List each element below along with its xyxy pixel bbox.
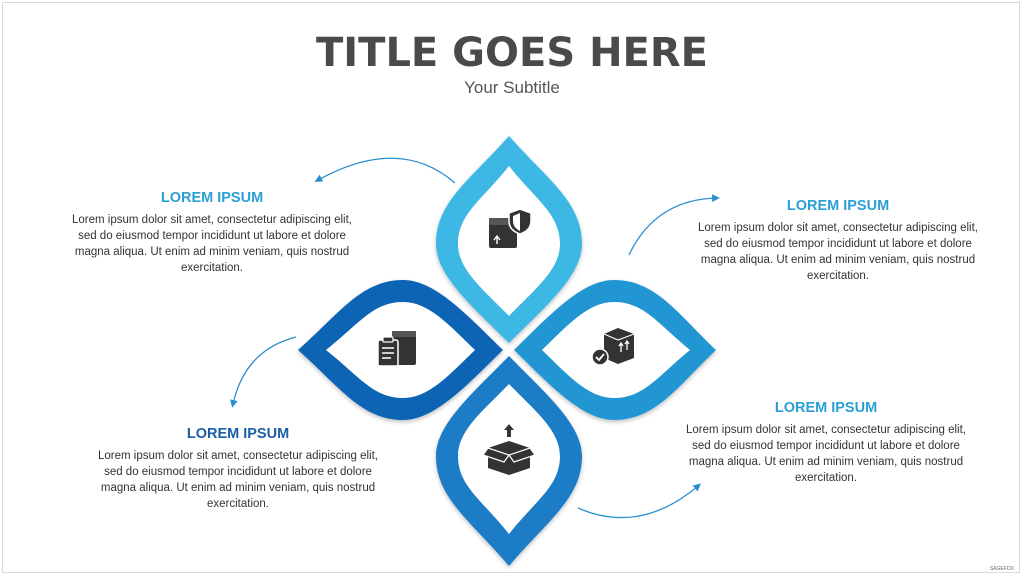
arrow-bottom-left bbox=[230, 336, 297, 408]
block-heading: LOREM IPSUM bbox=[186, 426, 290, 442]
block-text: Lorem ipsum dolor sit amet, consectetur … bbox=[98, 450, 378, 510]
arrow-bottom-right bbox=[577, 483, 701, 519]
box-shield-icon bbox=[489, 208, 532, 248]
page-subtitle: Your Subtitle bbox=[464, 78, 560, 97]
arrow-top-left bbox=[314, 157, 456, 184]
block-text: Lorem ipsum dolor sit amet, consectetur … bbox=[686, 424, 966, 484]
block-text: Lorem ipsum dolor sit amet, consectetur … bbox=[72, 214, 352, 274]
text-block-bottom-right: LOREM IPSUM Lorem ipsum dolor sit amet, … bbox=[676, 400, 976, 486]
block-heading: LOREM IPSUM bbox=[160, 190, 264, 206]
block-heading: LOREM IPSUM bbox=[774, 400, 878, 416]
block-text: Lorem ipsum dolor sit amet, consectetur … bbox=[698, 222, 978, 282]
block-heading: LOREM IPSUM bbox=[786, 198, 890, 214]
box-checkmark-icon bbox=[591, 328, 635, 366]
open-box-arrow-icon bbox=[482, 424, 536, 475]
credit-label: SAGEFOX bbox=[989, 566, 1014, 572]
arrow-top-right bbox=[628, 194, 720, 256]
page-title: TITLE GOES HERE bbox=[315, 30, 708, 76]
text-block-top-left: LOREM IPSUM Lorem ipsum dolor sit amet, … bbox=[62, 190, 362, 276]
text-block-top-right: LOREM IPSUM Lorem ipsum dolor sit amet, … bbox=[688, 198, 988, 284]
box-clipboard-icon bbox=[377, 331, 416, 367]
text-block-bottom-left: LOREM IPSUM Lorem ipsum dolor sit amet, … bbox=[88, 426, 388, 512]
